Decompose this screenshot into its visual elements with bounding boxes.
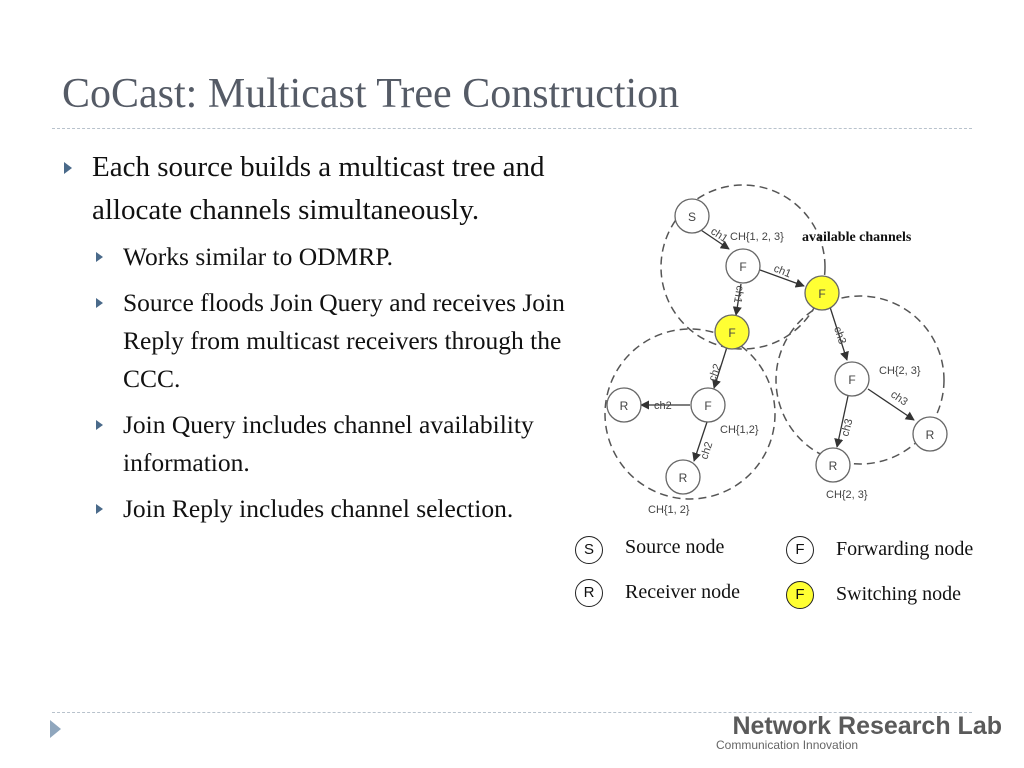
legend-switching-label: Switching node: [836, 583, 961, 605]
forwarding-node-top: F: [725, 248, 761, 284]
forwarding-node-mid-label: F: [704, 399, 711, 413]
node-legend: S Source node F Forwarding node R Receiv…: [560, 530, 1024, 620]
receiver-node-left-label: R: [620, 399, 629, 413]
edge-label-fmid-rleft: ch2: [654, 400, 672, 412]
channel-set-left-bottom: CH{1, 2}: [648, 504, 690, 516]
edge-f1-fsw1: [759, 269, 805, 288]
sub-bullet-item: Works similar to ODMRP.: [62, 238, 602, 276]
channel-set-right-top: CH{2, 3}: [879, 365, 921, 377]
edge-fright-rmid: [834, 395, 849, 448]
legend-switching-symbol: F: [786, 581, 814, 609]
sub-bullet-text: Join Query includes channel availability…: [123, 410, 534, 477]
footer-divider: [52, 712, 972, 713]
legend-forwarding-label: Forwarding node: [836, 538, 974, 560]
bullet-arrow-icon: [64, 162, 72, 174]
multicast-tree-diagram: ch1 ch1 ch1 ch2 ch2 ch2 ch3 ch3 ch3 S F …: [604, 184, 948, 516]
coverage-circle-right: [775, 295, 945, 465]
sub-bullet-arrow-icon: [96, 298, 103, 308]
receiver-node-bottom: R: [665, 459, 701, 495]
channel-set-left-mid: CH{1,2}: [720, 424, 759, 436]
sub-bullet-text: Join Reply includes channel selection.: [123, 494, 514, 523]
sub-bullet-item: Join Query includes channel availability…: [62, 406, 602, 482]
sub-bullet-text: Source floods Join Query and receives Jo…: [123, 288, 565, 393]
switching-node-right-label: F: [818, 287, 825, 301]
bullet-item: Each source builds a multicast tree and …: [62, 146, 602, 232]
edge-label-fsw2-fmid: ch2: [707, 362, 724, 383]
edge-label-fsw1-fright: ch3: [831, 325, 848, 346]
edge-label-fright-rmid: ch3: [839, 418, 855, 438]
receiver-node-mid-label: R: [829, 459, 838, 473]
available-channels-label: available channels: [802, 230, 912, 245]
bullet-text: Each source builds a multicast tree and …: [92, 151, 545, 226]
sub-bullet-item: Source floods Join Query and receives Jo…: [62, 284, 602, 398]
edge-fsw2-fmid: [712, 346, 728, 389]
edge-fsw1-fright: [829, 306, 849, 361]
source-node: S: [674, 198, 710, 234]
switching-node-left-label: F: [728, 326, 735, 340]
sub-bullet-arrow-icon: [96, 420, 103, 430]
lab-name: Network Research Lab: [732, 712, 1002, 740]
edge-f1-fsw2: [732, 283, 742, 316]
legend-source-symbol: S: [575, 536, 603, 564]
receiver-node-right-label: R: [926, 428, 935, 442]
legend-receiver-label: Receiver node: [625, 581, 740, 603]
legend-forwarding-symbol: F: [786, 536, 814, 564]
edge-label-f1-fsw2: ch1: [731, 284, 746, 304]
forwarding-node-right: F: [834, 361, 870, 397]
receiver-node-bottom-label: R: [679, 471, 688, 485]
sub-bullet-item: Join Reply includes channel selection.: [62, 490, 602, 528]
forwarding-node-top-label: F: [739, 260, 746, 274]
sub-bullet-arrow-icon: [96, 504, 103, 514]
slide-title: CoCast: Multicast Tree Construction: [62, 71, 680, 117]
edge-label-fmid-rbottom: ch2: [698, 440, 715, 461]
coverage-circle-top: [660, 184, 826, 350]
lab-tagline: Communication Innovation: [716, 738, 859, 752]
bullet-list: Each source builds a multicast tree and …: [62, 146, 602, 536]
switching-node-right: F: [804, 275, 840, 311]
sub-bullet-arrow-icon: [96, 252, 103, 262]
edge-fmid-rbottom: [692, 421, 708, 462]
coverage-circle-left: [604, 328, 776, 500]
forwarding-node-mid: F: [690, 387, 726, 423]
legend-source-label: Source node: [625, 536, 725, 558]
sub-bullet-text: Works similar to ODMRP.: [123, 242, 393, 271]
channel-set-top: CH{1, 2, 3}: [730, 231, 784, 243]
receiver-node-mid: R: [815, 447, 851, 483]
switching-node-left: F: [714, 314, 750, 350]
edge-fright-rright: [867, 388, 915, 421]
legend-receiver-symbol: R: [575, 579, 603, 607]
footer-arrow-icon: [50, 720, 61, 738]
edge-label-f1-fsw1: ch1: [772, 263, 793, 281]
receiver-node-right: R: [912, 416, 948, 452]
edge-label-s-f1: ch1: [708, 225, 729, 245]
title-divider: [52, 128, 972, 129]
receiver-node-left: R: [606, 387, 642, 423]
source-node-label: S: [688, 210, 696, 224]
channel-set-right-bottom: CH{2, 3}: [826, 489, 868, 501]
forwarding-node-right-label: F: [848, 373, 855, 387]
